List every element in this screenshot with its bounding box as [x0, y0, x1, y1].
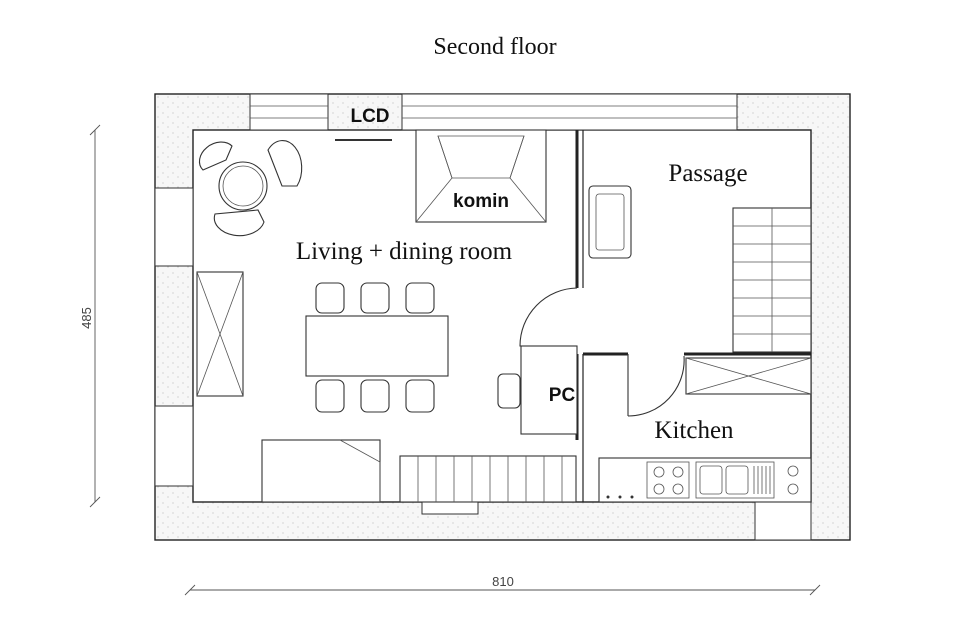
- pc-label: PC: [549, 385, 576, 406]
- width-dimension-label: 810: [492, 574, 514, 589]
- wall-cabinet: [196, 271, 244, 397]
- stairs-down: [399, 455, 577, 503]
- komin-label: komin: [453, 191, 509, 212]
- height-dimension: 485: [79, 124, 101, 508]
- kitchen-counter: [598, 457, 812, 503]
- plan-title: Second floor: [433, 34, 556, 60]
- dining-table: [305, 282, 449, 413]
- round-table: [198, 140, 303, 237]
- sofa: [261, 439, 381, 503]
- stairs-up: [732, 207, 812, 353]
- dining-chairs: [315, 282, 435, 413]
- second-hob: [787, 465, 799, 495]
- kitchen-cabinet: [685, 357, 812, 395]
- kitchen-label: Kitchen: [654, 417, 734, 444]
- width-dimension: 810: [184, 574, 821, 596]
- pc-desk: PC: [497, 345, 578, 435]
- height-dimension-label: 485: [79, 307, 94, 329]
- interior-walls: [519, 130, 811, 502]
- stove: [646, 461, 690, 499]
- passage-bench: [588, 185, 632, 259]
- lcd-label: LCD: [350, 106, 389, 127]
- sink: [695, 461, 775, 499]
- passage-label: Passage: [668, 160, 747, 187]
- lcd-screen: LCD: [335, 106, 392, 141]
- living-room-label: Living + dining room: [296, 238, 513, 265]
- fireplace: komin: [415, 129, 547, 223]
